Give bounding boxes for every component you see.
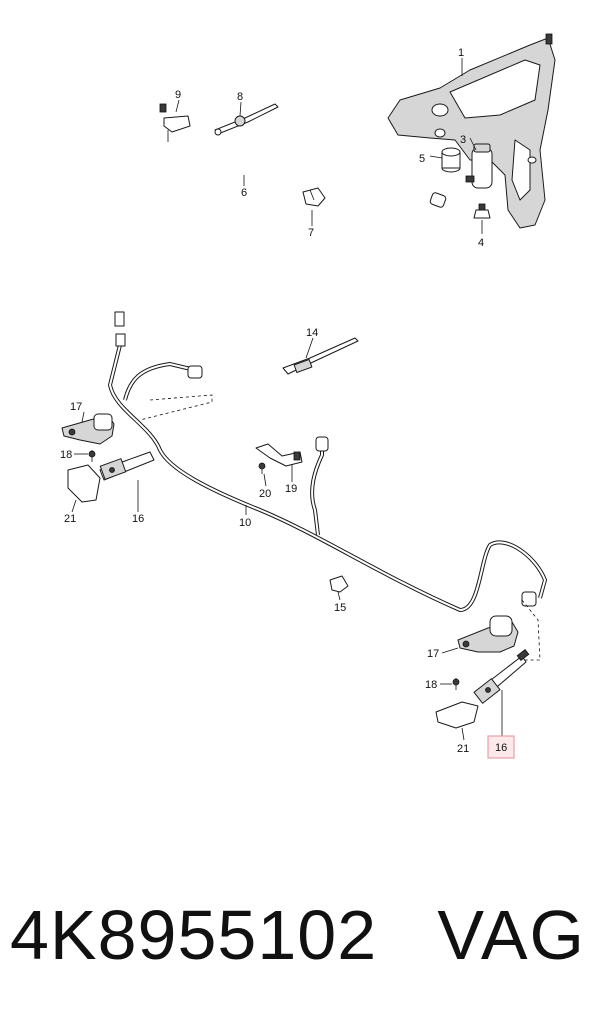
brand-name: VAG (437, 896, 586, 974)
callout-7: 7 (308, 227, 314, 239)
hose-connector (115, 333, 126, 347)
left-cover-21 (67, 464, 101, 503)
callout-18-left: 18 (60, 449, 72, 461)
callout-19: 19 (285, 483, 297, 495)
part-number: 4K8955102 (10, 896, 378, 974)
callout-21-left: 21 (64, 513, 76, 525)
hose-connector (315, 436, 329, 452)
clip-15 (329, 575, 349, 593)
hose-connector (429, 192, 447, 208)
callout-16-left: 16 (132, 513, 144, 525)
callout-labels: 1 3 5 4 9 8 6 7 14 17 18 21 16 20 19 10 … (60, 47, 507, 755)
leader-lines (71, 58, 503, 741)
callout-3: 3 (460, 134, 466, 146)
hose-connector (521, 591, 537, 607)
right-nozzle-actuator (457, 615, 519, 653)
callout-8: 8 (237, 91, 243, 103)
callout-16-right-highlighted: 16 (495, 742, 507, 754)
callout-15: 15 (334, 602, 346, 614)
callout-17-left: 17 (70, 401, 82, 413)
hose-connector (187, 365, 203, 379)
hose-branch-center (310, 440, 324, 536)
highlight-box (487, 735, 515, 759)
callout-10: 10 (239, 517, 251, 529)
callout-6: 6 (241, 187, 247, 199)
dashed-guide (521, 599, 541, 661)
callout-14: 14 (306, 327, 318, 339)
dashed-guide (139, 394, 213, 421)
right-cover-21 (435, 701, 479, 729)
callout-17-right: 17 (427, 648, 439, 660)
left-telescopic-16 (99, 451, 155, 481)
left-screw-18 (88, 450, 96, 462)
caption-bar: 4K8955102 VAG (0, 880, 600, 990)
washer-pump (465, 143, 493, 189)
cable-tie-8 (214, 103, 279, 136)
right-screw-18 (452, 678, 460, 690)
grommet (441, 147, 461, 173)
right-telescopic-16 (473, 648, 530, 704)
clip-7 (302, 187, 326, 207)
callout-1: 1 (458, 47, 464, 59)
screw-20 (258, 462, 266, 474)
washer-reservoir (387, 33, 556, 229)
callout-18-right: 18 (425, 679, 437, 691)
cable-tie-14 (282, 337, 359, 375)
hose-branch-left (123, 361, 196, 401)
hose-connector (114, 311, 125, 327)
parts-diagram: 1 3 5 4 9 8 6 7 14 17 18 21 16 20 19 10 … (60, 33, 556, 759)
callout-5: 5 (419, 153, 425, 165)
callout-20: 20 (259, 488, 271, 500)
callout-4: 4 (478, 237, 484, 249)
callout-9: 9 (175, 89, 181, 101)
callout-21-right: 21 (457, 743, 469, 755)
bracket-9 (159, 103, 191, 142)
hose-10 (107, 344, 548, 613)
left-nozzle-actuator (61, 413, 115, 445)
holder-19 (255, 443, 303, 467)
nut (473, 203, 491, 219)
hose-6 (116, 119, 433, 346)
